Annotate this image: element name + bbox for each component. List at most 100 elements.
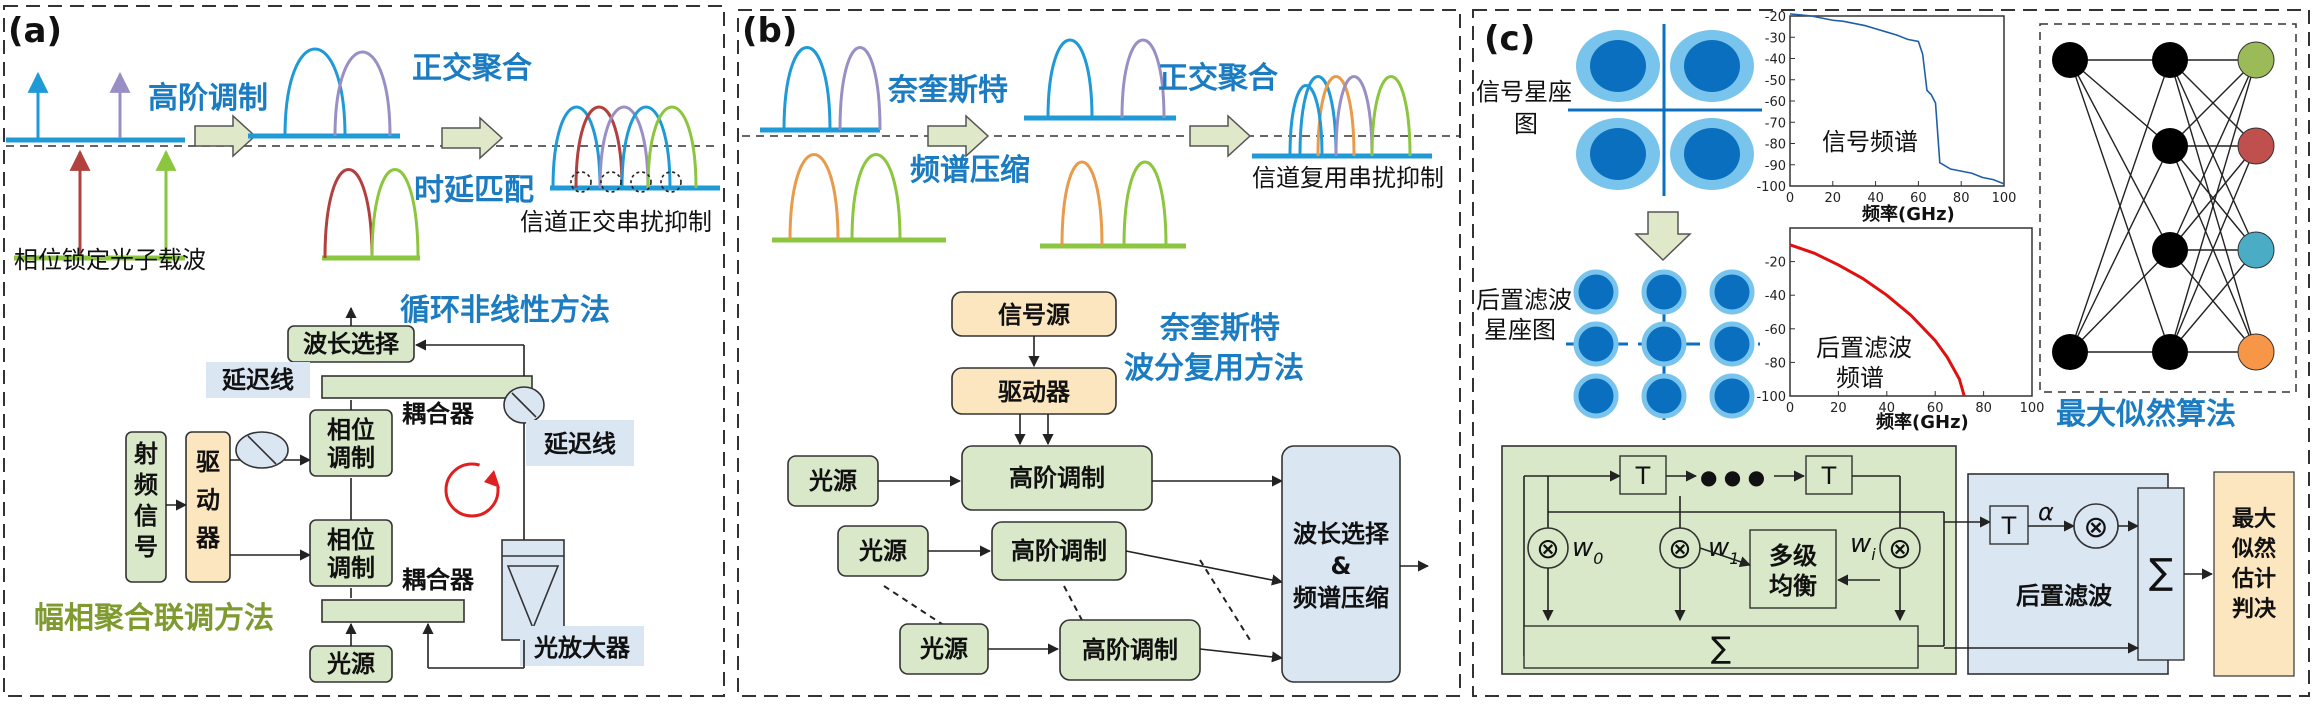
label-mlse-algorithm: 最大似然算法: [2056, 397, 2236, 432]
label-orthogonal-aggregation-b: 正交聚合: [1158, 61, 1278, 96]
chart0-ytick-label: -40: [1765, 53, 1786, 68]
label-nyquist-wdm-2: 波分复用方法: [1124, 351, 1304, 386]
panel-b-frame: [737, 9, 1461, 697]
svg-text:高阶调制: 高阶调制: [1009, 464, 1105, 492]
label-post-filter-constellation-1: 后置滤波: [1476, 286, 1572, 314]
mlse-decision-block: 最大 似然 估计 判决: [2213, 471, 2295, 677]
chart0-xtick-label: 80: [1953, 191, 1970, 206]
label-channel-xtalk: 信道正交串扰抑制: [520, 208, 712, 236]
chart1-xtick-label: 60: [1927, 401, 1944, 416]
svg-text:高阶调制: 高阶调制: [1011, 537, 1107, 565]
block-high-order-mod-b3: 高阶调制: [1059, 619, 1201, 681]
svg-text:波长选择: 波长选择: [303, 330, 400, 358]
svg-text:频谱压缩: 频谱压缩: [1293, 584, 1389, 612]
network-edge: [2169, 145, 2257, 353]
svg-text:光源: 光源: [919, 635, 968, 663]
chart0-xtick-label: 100: [1992, 191, 2017, 206]
svg-text:T: T: [1635, 462, 1651, 490]
chart0-ytick-label: -60: [1765, 95, 1786, 110]
svg-text:驱动器: 驱动器: [998, 378, 1071, 406]
chart0-ytick-label: -70: [1765, 116, 1786, 131]
network-edge: [2169, 249, 2257, 353]
network-edge: [2069, 249, 2171, 353]
svg-text:估计: 估计: [2231, 567, 2276, 592]
label-phase-locked-carriers: 相位锁定光子载波: [14, 246, 206, 274]
chart0-xtick-label: 60: [1910, 191, 1927, 206]
chart0-ytick-label: -100: [1756, 180, 1786, 195]
block-light-source-a: 光源: [309, 645, 393, 683]
block-coupler-2: [321, 599, 465, 623]
chart0-ytick-label: -80: [1765, 138, 1786, 153]
chart0-ytick-label: -50: [1765, 74, 1786, 89]
block-driver-b: 驱动器: [951, 367, 1117, 415]
chart0-xtick-label: 20: [1825, 191, 1842, 206]
chart0-xtick-label: 40: [1867, 191, 1884, 206]
svg-text:调制: 调制: [327, 554, 375, 582]
label-spectral-compression: 频谱压缩: [910, 153, 1030, 188]
label-signal-constellation-2: 图: [1514, 110, 1538, 138]
label-high-order-mod-a: 高阶调制: [148, 81, 268, 116]
label-coupler-1: 耦合器: [402, 400, 475, 428]
loop-cycle-icon: [444, 462, 500, 518]
svg-text:动: 动: [196, 486, 220, 514]
label-post-filter-spectrum-1: 后置滤波: [1816, 334, 1912, 362]
block-coupler-1: [321, 375, 533, 399]
label-post-filter-spectrum-2: 频谱: [1836, 364, 1884, 392]
block-driver-a: 驱 动 器: [185, 431, 231, 583]
chart0-ytick-label: -90: [1765, 159, 1786, 174]
block-high-order-mod-b2: 高阶调制: [991, 521, 1127, 581]
panel-b-label: (b): [742, 11, 797, 51]
svg-text:⊗: ⊗: [2083, 510, 2108, 545]
chart0-series-line: [1789, 13, 2005, 185]
svg-text:⊗: ⊗: [1536, 532, 1559, 565]
block-light-source-b2: 光源: [837, 525, 929, 577]
chart1-xtick-label: 100: [2020, 401, 2045, 416]
flow-arrow-b2: [1189, 114, 1252, 158]
svg-text:高阶调制: 高阶调制: [1082, 636, 1178, 664]
post-filter-spectrum-xlabel: 频率(GHz): [1876, 411, 1969, 433]
chart1-ytick-label: -60: [1765, 323, 1786, 338]
weight-w0: w0: [1572, 533, 1603, 568]
post-filter-block: T α ⊗ ∑ 后置滤波: [1944, 473, 2185, 675]
weight-wi: wi: [1850, 529, 1876, 564]
network-edge: [2169, 145, 2257, 251]
block-wl-select-compress: 波长选择 & 频谱压缩: [1281, 445, 1401, 683]
panel-a-frame: [3, 5, 725, 697]
svg-text:光源: 光源: [326, 650, 375, 678]
block-light-source-b3: 光源: [899, 623, 989, 675]
flow-arrow-c-down: [1634, 211, 1692, 262]
block-phase-mod-1: 相位 调制: [309, 409, 393, 477]
flow-arrow-a1: [194, 114, 257, 158]
svg-text:延迟线: 延迟线: [221, 366, 294, 394]
svg-text:光源: 光源: [808, 467, 857, 495]
svg-text:波长选择: 波长选择: [1293, 520, 1390, 548]
svg-text:号: 号: [134, 533, 158, 561]
svg-text:射: 射: [133, 440, 158, 468]
block-phase-mod-2: 相位 调制: [309, 519, 393, 587]
chart1-xtick-label: 20: [1830, 401, 1847, 416]
svg-text:相位: 相位: [327, 526, 375, 554]
block-optical-amp: 光放大器: [520, 626, 644, 666]
svg-text:器: 器: [195, 524, 221, 552]
signal-constellation-plot: [1568, 24, 1762, 196]
block-light-source-b1: 光源: [787, 455, 879, 507]
network-edge: [2069, 59, 2171, 251]
label-nyquist-wdm-1: 奈奎斯特: [1159, 311, 1280, 346]
svg-text:信号源: 信号源: [998, 301, 1070, 329]
label-post-filter-constellation-2: 星座图: [1484, 316, 1556, 344]
signal-spectrum-xlabel: 频率(GHz): [1862, 203, 1955, 225]
network-edge: [2169, 59, 2257, 147]
mlse-network: [2052, 41, 2275, 371]
svg-text:调制: 调制: [327, 444, 375, 472]
label-loop-nonlinear: 循环非线性方法: [400, 293, 610, 328]
post-filter-constellation-plot: [1566, 269, 1760, 420]
chart1-xtick-label: 0: [1786, 401, 1794, 416]
flow-arrow-a2: [441, 116, 504, 160]
label-coupler-2: 耦合器: [402, 566, 475, 594]
svg-text:频: 频: [134, 471, 158, 499]
svg-text:光源: 光源: [858, 537, 907, 565]
label-signal-spectrum: 信号频谱: [1822, 128, 1918, 156]
label-channel-multiplex-xtalk: 信道复用串扰抑制: [1252, 164, 1444, 192]
